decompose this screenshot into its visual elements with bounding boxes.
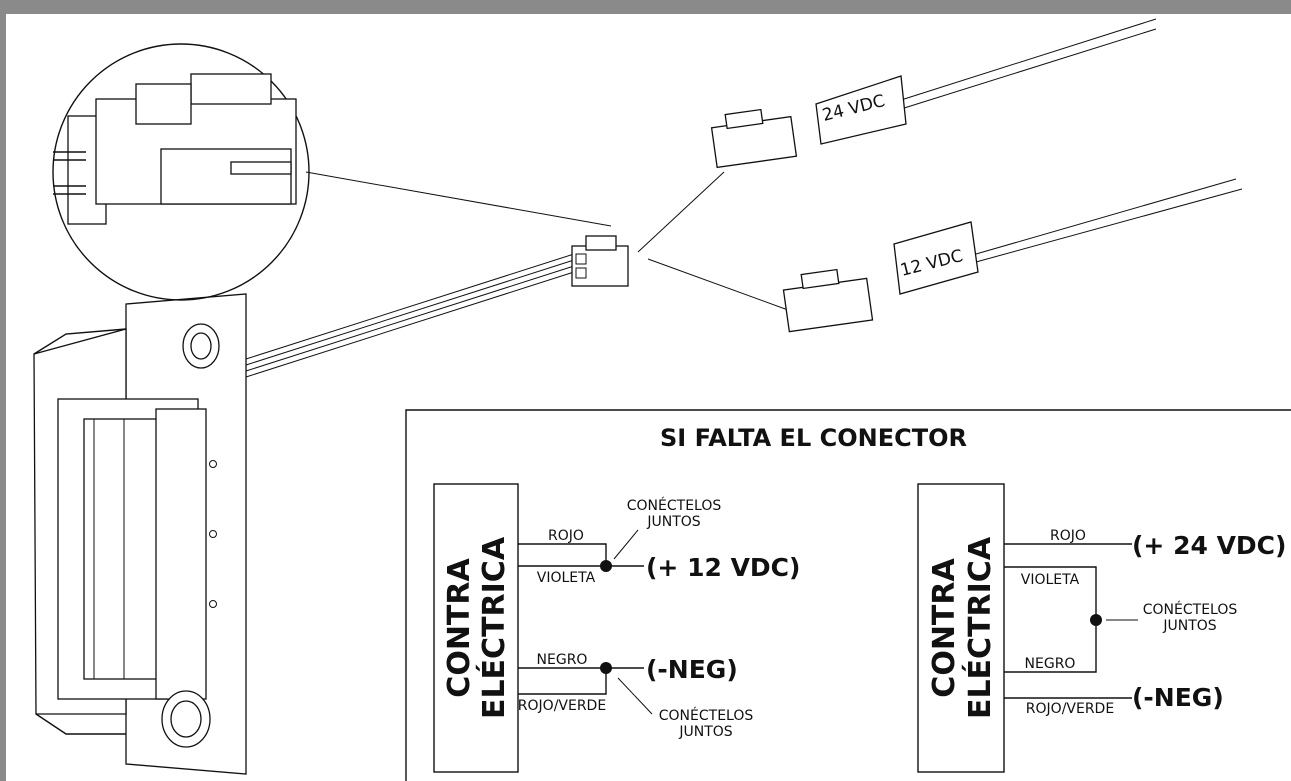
left-junction-bottom bbox=[600, 662, 612, 674]
svg-text:ROJO/VERDE: ROJO/VERDE bbox=[518, 698, 606, 714]
panel-title: SI FALTA EL CONECTOR bbox=[660, 424, 967, 452]
right-plus-label: (+ 24 VDC) bbox=[1132, 531, 1286, 560]
connector-zoom-circle bbox=[52, 43, 612, 301]
svg-text:ELÉCTRICA: ELÉCTRICA bbox=[962, 536, 998, 719]
svg-text:ROJO/VERDE: ROJO/VERDE bbox=[1026, 701, 1114, 717]
wire-harness bbox=[245, 253, 575, 378]
right-wiring: CONTRA ELÉCTRICA ROJO (+ 24 VDC) VIOLETA… bbox=[917, 483, 1286, 773]
right-neg-label: (-NEG) bbox=[1132, 683, 1224, 712]
electric-strike-illustration bbox=[33, 293, 247, 775]
svg-text:CONTRA: CONTRA bbox=[442, 558, 477, 698]
svg-text:ROJO: ROJO bbox=[1050, 528, 1086, 544]
left-plus-label: (+ 12 VDC) bbox=[646, 553, 800, 582]
right-junction bbox=[1090, 614, 1102, 626]
left-wiring: CONTRA ELÉCTRICA ROJO VIOLETA CONÉCTELOS… bbox=[433, 483, 800, 773]
svg-text:VIOLETA: VIOLETA bbox=[1021, 572, 1080, 588]
svg-text:CONTRA: CONTRA bbox=[927, 558, 962, 698]
svg-text:NEGRO: NEGRO bbox=[537, 652, 588, 668]
panel-frame bbox=[405, 409, 1291, 781]
right-strike-box bbox=[917, 483, 1005, 773]
svg-text:JUNTOS: JUNTOS bbox=[678, 724, 732, 740]
svg-text:VIOLETA: VIOLETA bbox=[537, 570, 596, 586]
svg-text:CONÉCTELOS: CONÉCTELOS bbox=[627, 497, 722, 514]
svg-text:CONÉCTELOS: CONÉCTELOS bbox=[659, 707, 754, 724]
left-neg-label: (-NEG) bbox=[646, 655, 738, 684]
left-junction-top bbox=[600, 560, 612, 572]
wiring-diagram: 24 VDC 12 VDC SI FALTA EL CONECTOR CONTR… bbox=[33, 18, 1291, 781]
svg-text:NEGRO: NEGRO bbox=[1025, 656, 1076, 672]
svg-text:JUNTOS: JUNTOS bbox=[1162, 618, 1216, 634]
svg-text:ROJO: ROJO bbox=[548, 528, 584, 544]
left-strike-box bbox=[433, 483, 519, 773]
svg-text:CONÉCTELOS: CONÉCTELOS bbox=[1143, 601, 1238, 618]
center-connector bbox=[571, 235, 629, 287]
svg-text:ELÉCTRICA: ELÉCTRICA bbox=[476, 536, 512, 719]
diagram-canvas: 24 VDC 12 VDC SI FALTA EL CONECTOR CONTR… bbox=[6, 14, 1291, 781]
harness-24vdc: 24 VDC bbox=[710, 18, 1157, 169]
harness-12vdc: 12 VDC bbox=[782, 178, 1243, 333]
svg-text:JUNTOS: JUNTOS bbox=[646, 514, 700, 530]
